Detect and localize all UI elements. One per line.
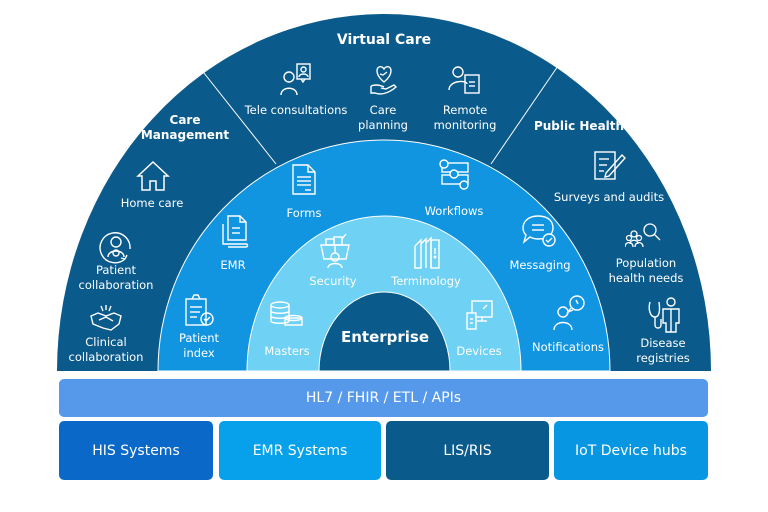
item-label-masters: Masters [264,344,310,358]
item-label-remote-monitoring: Remote monitoring [433,103,497,132]
item-label-care-planning: Care planning [358,103,408,132]
security-basket-icon [318,233,352,269]
workflow-icon [437,157,471,191]
protocol-bar: HL7 / FHIR / ETL / APIs [59,379,708,417]
survey-pencil-icon [592,150,626,182]
item-label-patient-index: Patient index [178,331,220,360]
item-label-patient-collaboration: Patient collaboration [78,263,154,292]
people-search-icon [625,222,661,248]
item-label-emr: EMR [220,258,246,272]
system-box-his: HIS Systems [59,421,213,480]
divider-left [199,67,277,165]
handshake-icon [89,304,123,332]
clipboard-check-icon [183,294,215,328]
item-label-messaging: Messaging [509,258,571,272]
system-box-lis-ris: LIS/RIS [386,421,549,480]
item-label-devices: Devices [456,344,502,358]
books-icon [412,236,442,270]
person-bell-icon [553,295,587,331]
item-label-security: Security [309,274,357,288]
item-label-surveys-and-audits: Surveys and audits [553,190,665,204]
item-label-disease-registries: Disease registries [636,336,690,365]
item-label-terminology: Terminology [391,274,461,288]
item-label-clinical-collaboration: Clinical collaboration [68,335,144,364]
database-icon [269,300,305,328]
item-label-population-health-needs: Population health needs [608,256,684,285]
heart-hand-icon [368,62,400,96]
video-consult-icon [279,62,315,96]
divider-right [490,62,561,165]
item-label-home-care: Home care [120,196,184,210]
item-label-notifications: Notifications [532,340,604,354]
system-box-iot: IoT Device hubs [554,421,708,480]
item-label-workflows: Workflows [424,204,484,218]
system-box-emr: EMR Systems [219,421,381,480]
doctor-stethoscope-icon [647,297,681,333]
section-title-public-health: Public Health [533,119,625,133]
person-chart-icon [448,64,482,96]
core-label-enterprise: Enterprise [340,328,430,346]
house-icon [136,160,170,192]
patient-circle-icon [99,230,133,264]
item-label-forms: Forms [286,206,322,220]
section-title-virtual-care: Virtual Care [336,32,432,48]
section-title-care-management: Care Management [140,113,230,142]
item-label-tele-consultations: Tele consultations [244,103,348,117]
enterprise-core [318,291,451,372]
document-stack-icon [220,214,250,248]
form-icon [290,163,318,197]
chat-check-icon [522,214,556,248]
devices-icon [465,298,495,332]
